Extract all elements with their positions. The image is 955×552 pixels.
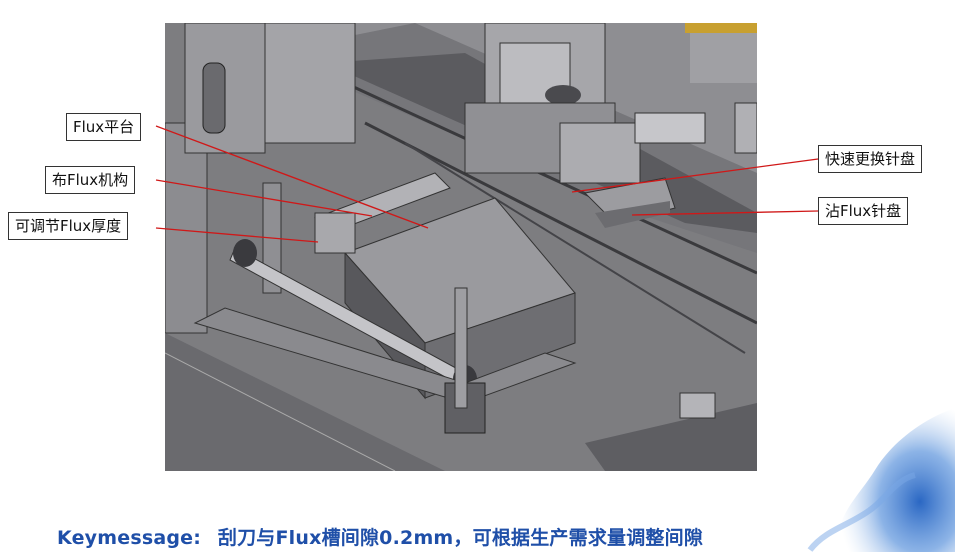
- callout-dip-flux-needle-plate: 沾Flux针盘: [818, 197, 909, 225]
- cad-machine-rendering: [165, 23, 757, 471]
- blue-watercolor-decoration: [807, 408, 955, 552]
- key-message: Keymessage: 刮刀与Flux槽间隙0.2mm，可根据生产需求量调整间隙: [57, 523, 703, 550]
- key-message-label: Keymessage:: [57, 527, 202, 549]
- callout-flux-mechanism: 布Flux机构: [45, 166, 136, 194]
- key-message-text: 刮刀与Flux槽间隙0.2mm，可根据生产需求量调整间隙: [217, 527, 704, 549]
- callout-quick-change-needle-plate: 快速更换针盘: [818, 145, 923, 173]
- callout-adjustable-flux-thickness: 可调节Flux厚度: [8, 212, 129, 240]
- callout-flux-platform: Flux平台: [66, 113, 142, 141]
